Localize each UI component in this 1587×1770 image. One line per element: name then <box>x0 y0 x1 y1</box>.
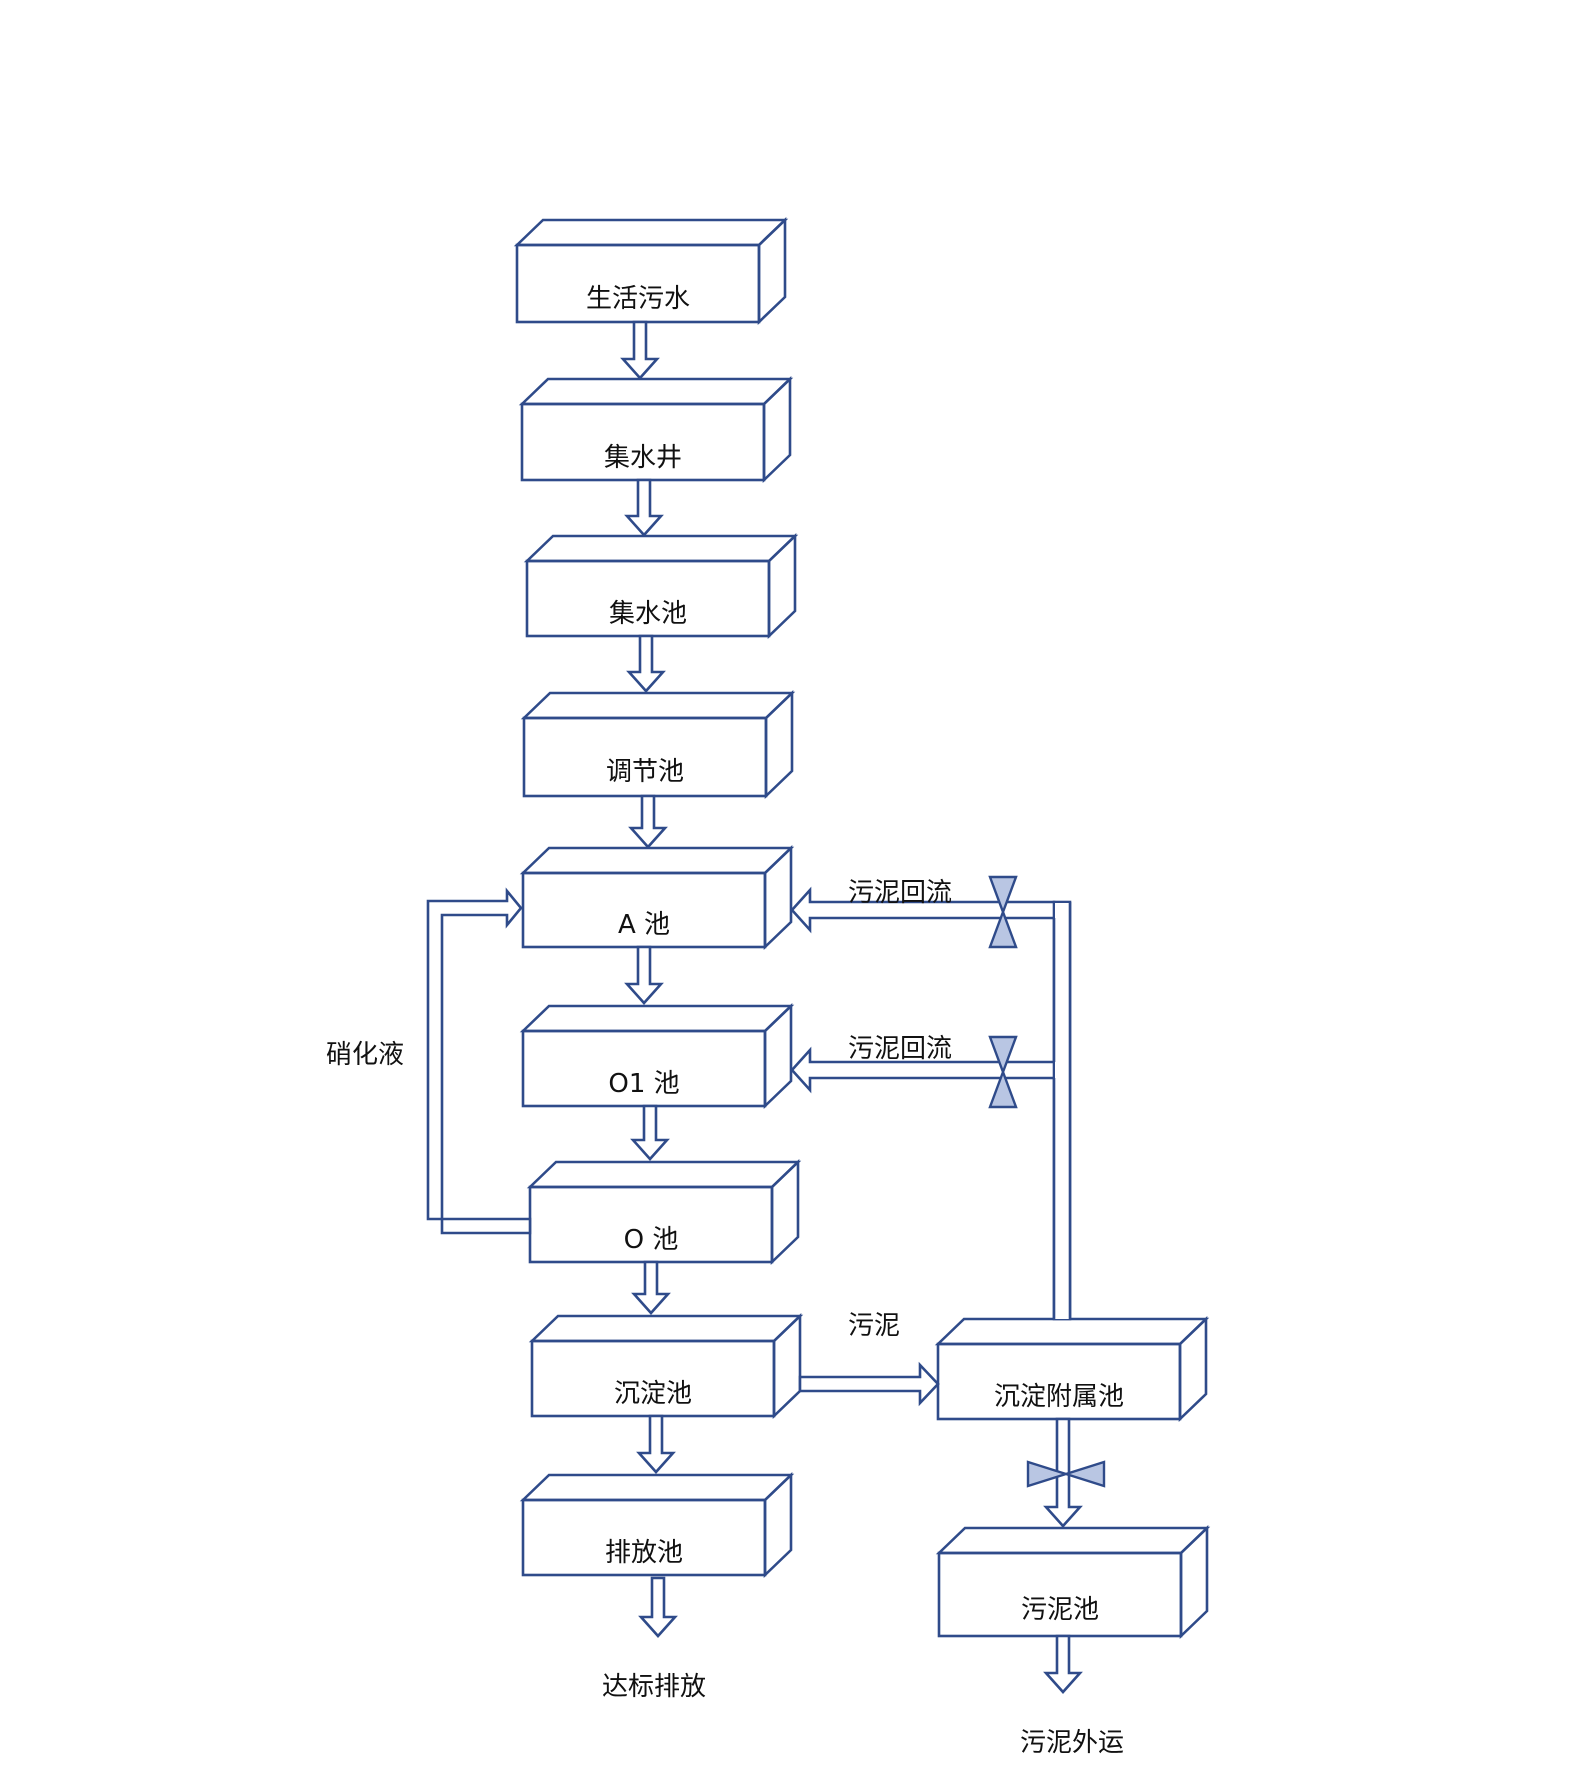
box-label-sludge-tank: 污泥池 <box>1021 1595 1099 1625</box>
arrow-down-1 <box>620 320 660 380</box>
arrow-down-sludge-export <box>1043 1634 1083 1694</box>
arrow-down-5 <box>624 945 664 1005</box>
label-discharge-standard: 达标排放 <box>602 1672 706 1702</box>
box-domestic-sewage: 生活污水 <box>513 216 789 326</box>
box-label-domestic-sewage: 生活污水 <box>586 284 690 314</box>
valve-sludge-discharge <box>1026 1460 1106 1488</box>
box-discharge-tank: 排放池 <box>519 1471 795 1579</box>
box-sedimentation-aux-tank: 沉淀附属池 <box>934 1315 1210 1423</box>
box-label-o1-tank: O1 池 <box>608 1069 679 1099</box>
box-o-tank: O 池 <box>526 1158 802 1266</box>
sludge-return-arrow-o1 <box>790 1046 1056 1094</box>
sludge-return-arrow-a <box>790 886 1056 934</box>
arrow-down-discharge <box>638 1576 678 1638</box>
label-sludge-return-2: 污泥回流 <box>848 1034 952 1064</box>
arrow-down-6 <box>630 1104 670 1161</box>
sludge-transfer-arrow <box>798 1361 940 1407</box>
valve-sludge-return-a <box>988 875 1018 949</box>
arrow-down-2 <box>624 478 664 537</box>
valve-sludge-return-o1 <box>988 1035 1018 1109</box>
box-sedimentation-tank: 沉淀池 <box>528 1312 804 1420</box>
box-o1-tank: O1 池 <box>519 1002 795 1110</box>
box-regulating-tank: 调节池 <box>520 689 796 800</box>
arrow-down-4 <box>628 794 668 849</box>
arrow-down-7 <box>631 1260 671 1315</box>
box-label-collection-well: 集水井 <box>604 443 682 473</box>
label-sludge-return-1: 污泥回流 <box>848 878 952 908</box>
label-nitrified-liquid: 硝化液 <box>326 1040 404 1070</box>
box-a-tank: A 池 <box>519 844 795 951</box>
nitrified-liquid-return-pipe <box>426 887 532 1235</box>
box-label-discharge-tank: 排放池 <box>605 1538 683 1568</box>
arrow-down-3 <box>626 634 666 693</box>
box-label-a-tank: A 池 <box>618 910 670 940</box>
box-label-collection-tank: 集水池 <box>609 599 687 629</box>
label-sludge-export: 污泥外运 <box>1020 1728 1124 1758</box>
box-label-sedimentation-tank: 沉淀池 <box>614 1379 692 1409</box>
box-collection-well: 集水井 <box>518 375 794 484</box>
box-label-regulating-tank: 调节池 <box>606 757 684 787</box>
label-sludge: 污泥 <box>848 1311 900 1341</box>
box-sludge-tank: 污泥池 <box>935 1524 1211 1640</box>
box-collection-tank: 集水池 <box>523 532 799 640</box>
box-label-o-tank: O 池 <box>624 1225 679 1255</box>
arrow-down-8 <box>636 1414 676 1474</box>
box-label-sedimentation-aux-tank: 沉淀附属池 <box>994 1382 1124 1412</box>
